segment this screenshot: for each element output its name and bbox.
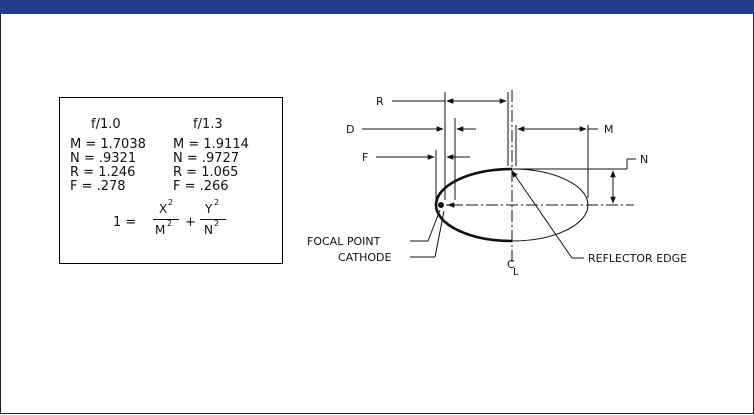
fraction-bar — [200, 219, 226, 220]
equation-plus: + — [185, 215, 196, 230]
table-cell: N = .9727 — [173, 151, 240, 166]
title-bar — [0, 0, 754, 14]
cathode-leader — [434, 210, 445, 258]
table-cell: F = .266 — [173, 179, 229, 194]
table-cell: F = .278 — [70, 179, 126, 194]
label-m: M — [604, 123, 614, 136]
table-cell: M = 1.7038 — [70, 137, 146, 152]
label-cathode: CATHODE — [338, 251, 391, 264]
label-d: D — [346, 123, 354, 136]
equation-exponent: 2 — [167, 219, 173, 228]
label-focal-point: FOCAL POINT — [307, 235, 381, 248]
centerline-symbol-sub: L — [513, 267, 519, 278]
table-cell: M = 1.9114 — [173, 137, 249, 152]
reflector-edge-leader — [511, 170, 573, 259]
centerline-symbol: C — [507, 258, 515, 271]
equation-exponent: 2 — [214, 198, 220, 207]
col-header-f1-3: f/1.3 — [193, 117, 223, 132]
label-f: F — [362, 151, 368, 164]
equation-exponent: 2 — [214, 219, 220, 228]
equation-n-denominator: N — [204, 223, 213, 237]
table-cell: N = .9321 — [70, 151, 137, 166]
parameter-table: f/1.0 f/1.3 M = 1.7038 M = 1.9114 N = .9… — [59, 97, 283, 264]
cathode-point — [438, 202, 444, 208]
focal-point-leader — [427, 209, 441, 242]
equation-exponent: 2 — [168, 198, 174, 207]
reflector-segment — [434, 167, 513, 243]
label-r: R — [376, 95, 384, 108]
table-cell: R = 1.246 — [70, 165, 136, 180]
label-n: N — [640, 153, 648, 166]
equation-y-numerator: Y — [205, 202, 213, 216]
equation-lhs: 1 = — [113, 215, 137, 230]
col-header-f1-0: f/1.0 — [91, 117, 121, 132]
equation-x-numerator: X — [159, 202, 168, 216]
table-cell: R = 1.065 — [173, 165, 239, 180]
label-reflector-edge: REFLECTOR EDGE — [588, 252, 687, 265]
fraction-bar — [153, 219, 179, 220]
equation-m-denominator: M — [155, 223, 166, 237]
